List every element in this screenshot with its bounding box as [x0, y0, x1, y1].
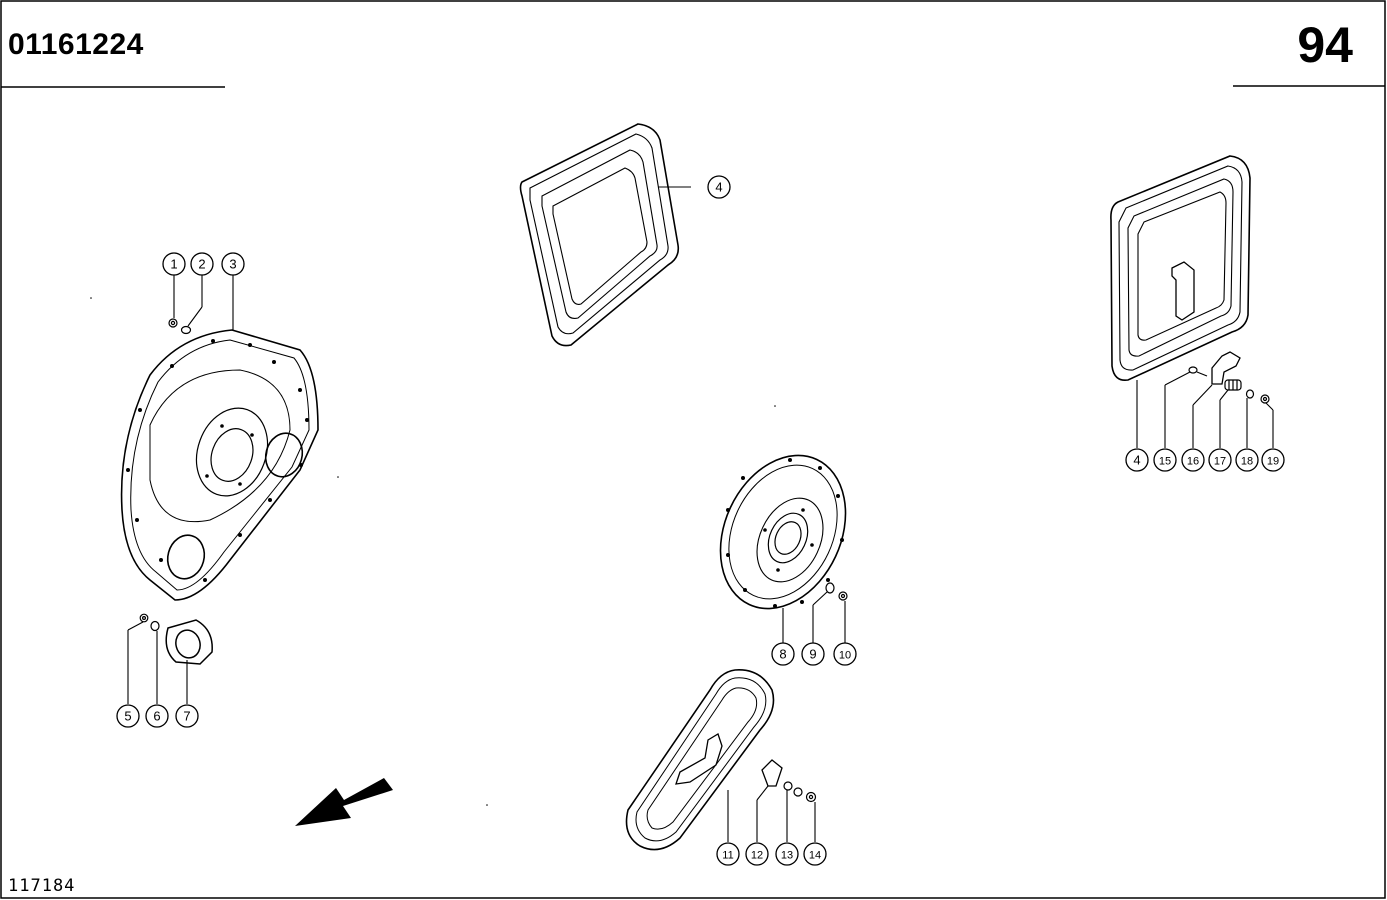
callout-circle — [716, 842, 740, 866]
callout-18: 18 — [1235, 448, 1259, 472]
callout-label: 13 — [781, 850, 793, 862]
nut-part-1 — [168, 318, 178, 328]
callout-10: 10 — [833, 642, 857, 666]
callout-label: 11 — [722, 850, 733, 862]
callout-label: 1 — [170, 257, 177, 272]
part-number: 01161224 — [8, 28, 144, 61]
callout-circle — [801, 642, 825, 666]
callout-label: 19 — [1267, 456, 1279, 468]
washer-part-2 — [180, 325, 192, 335]
washer-part-18 — [1245, 389, 1255, 399]
callout-circle — [221, 252, 245, 276]
nut-part-5 — [139, 613, 149, 623]
callout-circle — [1181, 448, 1205, 472]
callout-circle — [1153, 448, 1177, 472]
callout-circle — [1235, 448, 1259, 472]
callout-label: 17 — [1214, 456, 1226, 468]
callout-label: 10 — [839, 650, 851, 662]
nut-part-19 — [1260, 394, 1270, 404]
small-flange-part-7 — [165, 619, 213, 665]
nut-part-14 — [805, 791, 817, 803]
callout-label: 7 — [183, 709, 190, 724]
cover-plate-part-3 — [120, 329, 319, 601]
washer-part-13 — [783, 781, 803, 797]
callout-11: 11 — [716, 842, 740, 866]
callout-circle — [775, 842, 799, 866]
callout-label: 9 — [809, 647, 816, 662]
drawing-number: 117184 — [8, 876, 76, 896]
callout-5: 5 — [116, 704, 140, 728]
callout-circle — [745, 842, 769, 866]
callout-label: 5 — [124, 709, 131, 724]
latch-part-12 — [761, 759, 783, 787]
callout-label: 6 — [153, 709, 160, 724]
callout-4: 4 — [707, 175, 731, 199]
callout-8: 8 — [771, 642, 795, 666]
callout-label: 4 — [1133, 453, 1140, 468]
page-number: 94 — [1297, 17, 1353, 73]
callout-label: 3 — [229, 257, 236, 272]
bolt-part-15 — [1188, 366, 1208, 377]
callout-label: 16 — [1187, 456, 1199, 468]
callout-15: 15 — [1153, 448, 1177, 472]
callout-6: 6 — [145, 704, 169, 728]
callout-7: 7 — [175, 704, 199, 728]
round-plate-part-8 — [719, 454, 847, 610]
latch-part-16 — [1211, 351, 1241, 385]
callout-16: 16 — [1181, 448, 1205, 472]
callout-9: 9 — [801, 642, 825, 666]
callout-label: 12 — [751, 850, 763, 862]
leader-lines — [127, 186, 1274, 842]
callout-12: 12 — [745, 842, 769, 866]
callout-4: 4 — [1125, 448, 1149, 472]
callout-circle — [190, 252, 214, 276]
scan-dots — [90, 297, 776, 806]
gasket-frame-part-4-top — [519, 123, 680, 347]
callout-label: 15 — [1159, 456, 1171, 468]
gasket-frame-part-4-right — [1110, 155, 1251, 382]
washer-part-6 — [150, 620, 160, 632]
callout-label: 14 — [809, 850, 821, 862]
washer-part-9 — [825, 582, 835, 594]
callout-3: 3 — [221, 252, 245, 276]
callout-circle — [116, 704, 140, 728]
arrow-down-left-icon — [295, 778, 393, 826]
callout-1: 1 — [162, 252, 186, 276]
callout-label: 2 — [198, 257, 205, 272]
callout-13: 13 — [775, 842, 799, 866]
callout-2: 2 — [190, 252, 214, 276]
callout-circle — [833, 642, 857, 666]
callout-circle — [162, 252, 186, 276]
callout-circle — [1125, 448, 1149, 472]
spring-part-17 — [1224, 379, 1242, 391]
callout-label: 4 — [715, 180, 722, 195]
callout-14: 14 — [803, 842, 827, 866]
callout-circle — [145, 704, 169, 728]
callout-label: 8 — [779, 647, 786, 662]
callout-circle — [1261, 448, 1285, 472]
callout-19: 19 — [1261, 448, 1285, 472]
callout-label: 18 — [1241, 456, 1253, 468]
callout-17: 17 — [1208, 448, 1232, 472]
callout-circle — [771, 642, 795, 666]
nut-part-10 — [838, 591, 848, 601]
callout-circle — [803, 842, 827, 866]
oval-cover-part-11 — [625, 669, 775, 851]
callout-circle — [1208, 448, 1232, 472]
callout-circle — [707, 175, 731, 199]
callout-circle — [175, 704, 199, 728]
